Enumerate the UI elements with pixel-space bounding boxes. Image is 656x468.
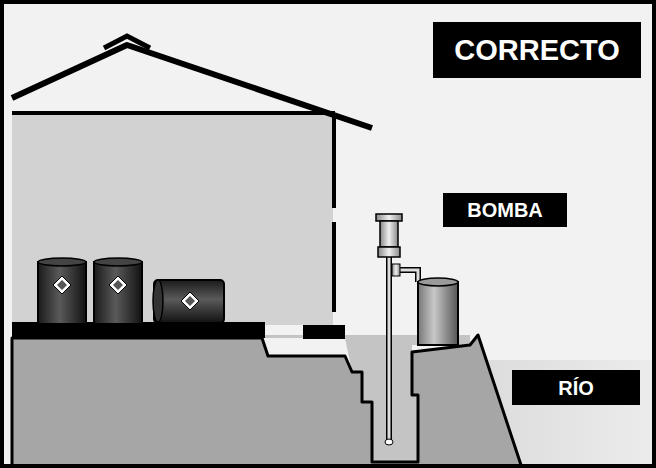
- part-label: RÍO: [512, 370, 640, 405]
- oil-drum: [38, 258, 86, 324]
- ground-section: [12, 335, 522, 468]
- label-text: RÍO: [558, 378, 594, 398]
- water-tank: [418, 278, 458, 345]
- water-pump: [376, 214, 418, 445]
- label-text: CORRECTO: [454, 36, 619, 65]
- heading-box: CORRECTO: [433, 22, 641, 78]
- roof-vent: [104, 36, 150, 48]
- oil-drum: [153, 280, 224, 323]
- ceiling-line: [12, 111, 335, 115]
- house-wall: [332, 222, 336, 312]
- roof-line: [12, 45, 372, 128]
- house-interior: [12, 113, 333, 325]
- oil-drum: [94, 258, 142, 324]
- house-wall: [332, 113, 336, 208]
- pit-ledge: [303, 325, 345, 339]
- part-label: BOMBA: [443, 193, 567, 227]
- label-text: BOMBA: [467, 200, 543, 220]
